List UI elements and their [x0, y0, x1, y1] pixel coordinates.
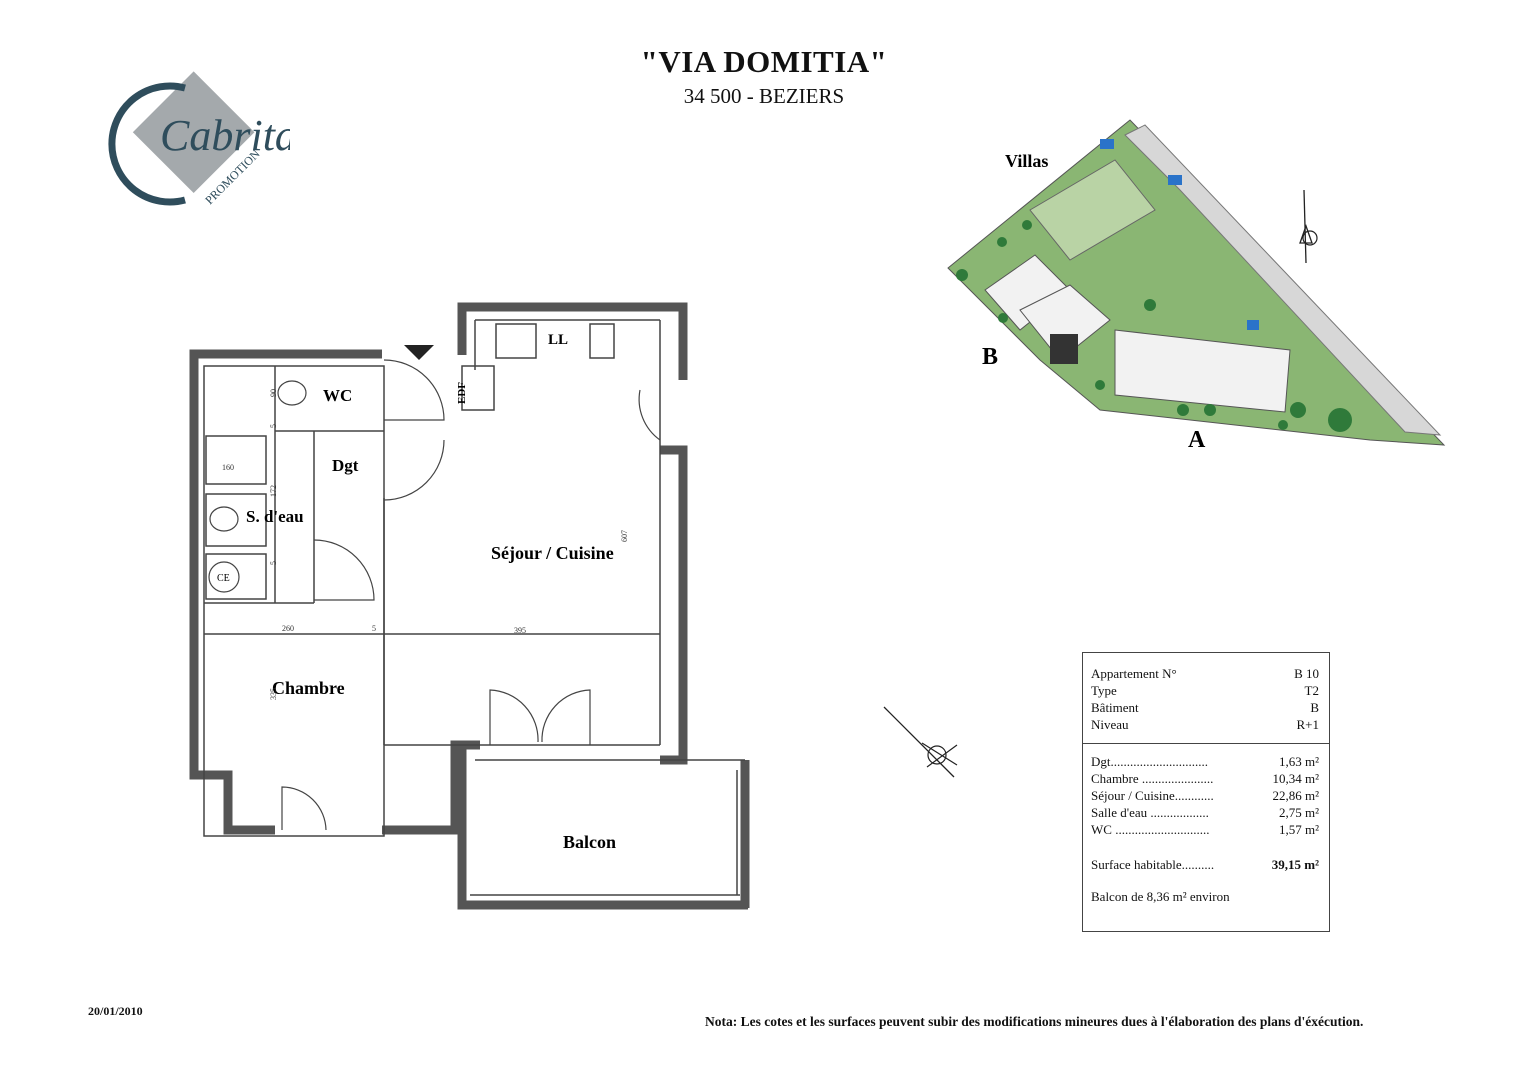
- ce-label: CE: [217, 573, 230, 584]
- apartment-info-table: Appartement N° B 10 Type T2 Bâtiment B N…: [1082, 652, 1330, 932]
- room-balcon: Balcon: [563, 832, 616, 852]
- parking-spot-1: [1100, 139, 1114, 149]
- info-row-appartement: Appartement N° B 10: [1091, 666, 1319, 681]
- balcony-surface: Balcon de 8,36 m² environ: [1091, 889, 1230, 904]
- surface-row-chambre: Chambre ...................... 10,34 m²: [1091, 771, 1319, 786]
- dim-5b: 5: [269, 561, 278, 565]
- room-salle-deau: S. d'eau: [246, 507, 304, 526]
- logo-wordmark: Cabrita: [160, 111, 290, 160]
- info-row-niveau: Niveau R+1: [1091, 717, 1319, 732]
- interior-walls: [203, 319, 745, 896]
- label-villas: Villas: [1005, 151, 1048, 171]
- water-heater-symbol: [208, 561, 240, 593]
- parking-spot-2: [1168, 175, 1182, 185]
- surface-row-salle-deau: Salle d'eau .................. 2,75 m²: [1091, 805, 1319, 820]
- room-chambre: Chambre: [272, 678, 345, 698]
- project-title: "VIA DOMITIA": [640, 44, 888, 79]
- company-logo: Cabrita PROMOTION: [108, 71, 290, 207]
- surface-row-dgt: Dgt.............................. 1,63 m…: [1091, 754, 1319, 769]
- edf-label: EDF: [456, 382, 468, 404]
- surface-row-wc: WC ............................. 1,57 m²: [1091, 822, 1319, 837]
- info-row-batiment: Bâtiment B: [1091, 700, 1319, 715]
- dim-160: 160: [222, 463, 234, 472]
- building-b-footprint: [1019, 284, 1111, 361]
- trees: [956, 220, 1352, 432]
- disclaimer-note: Nota: Les cotes et les surfaces peuvent …: [705, 1014, 1364, 1029]
- north-arrow-icon: [1299, 189, 1318, 264]
- project-location: 34 500 - BEZIERS: [683, 84, 845, 108]
- dim-607: 607: [620, 530, 629, 542]
- dim-395: 395: [514, 626, 526, 635]
- room-sejour-cuisine: Séjour / Cuisine: [491, 543, 614, 563]
- room-wc: WC: [323, 386, 352, 405]
- room-dgt: Dgt: [332, 456, 359, 475]
- ll-label: LL: [548, 332, 568, 348]
- dim-5a: 5: [269, 424, 278, 428]
- label-building-b: B: [982, 344, 998, 370]
- site-plan: Villas B A: [947, 119, 1446, 453]
- info-separator: [1083, 743, 1329, 744]
- info-row-type: Type T2: [1091, 683, 1319, 698]
- building-b-unit: [1050, 334, 1078, 364]
- dim-335: 335: [269, 688, 278, 700]
- dim-260: 260: [282, 624, 294, 633]
- toilet-symbol: [277, 380, 307, 406]
- parking-spot-3: [1247, 320, 1259, 330]
- surface-row-total: Surface habitable.......... 39,15 m²: [1091, 857, 1319, 872]
- floor-plan: CE LL EDF WC Dgt S. d'eau Séjour / Cuisi…: [189, 302, 750, 910]
- surface-row-sejour: Séjour / Cuisine............ 22,86 m²: [1091, 788, 1319, 803]
- door-swings: [281, 359, 661, 831]
- building-a-footprint: [1114, 329, 1291, 413]
- villas-block: [1029, 159, 1156, 261]
- dimension-labels: 90 5 160 172 5 260 5 395 607 335: [222, 389, 629, 700]
- entrance-marker: [404, 345, 434, 360]
- north-arrow-icon-floorplan: [883, 706, 958, 778]
- dim-5c: 5: [372, 624, 376, 633]
- plan-date: 20/01/2010: [88, 1004, 143, 1018]
- washbasin-symbol: [209, 506, 239, 532]
- label-building-a: A: [1188, 427, 1206, 453]
- dim-172: 172: [269, 485, 278, 497]
- dim-90: 90: [269, 389, 278, 397]
